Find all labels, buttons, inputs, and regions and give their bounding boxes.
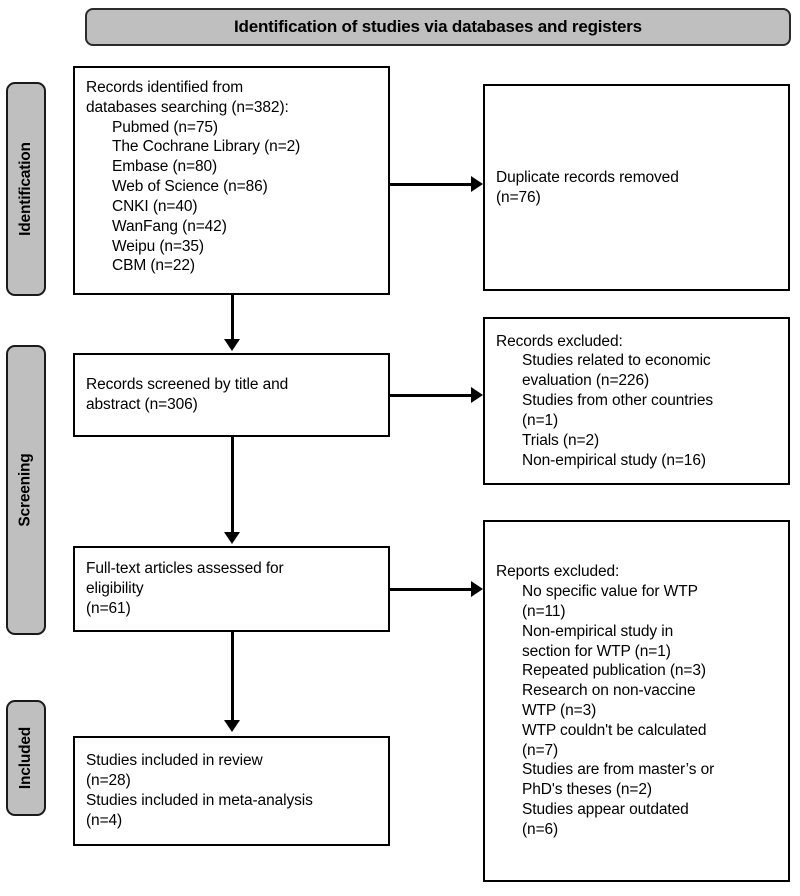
box-studies-included: Studies included in review (n=28) Studie… (73, 736, 390, 846)
box-duplicate-records-removed: Duplicate records removed (n=76) (483, 84, 790, 291)
reports-excluded-item-7b: (n=6) (522, 820, 559, 838)
studies-included-line-3: Studies included in meta-analysis (86, 792, 313, 809)
studies-included-line-1: Studies included in review (86, 752, 263, 770)
records-identified-source-cochrane: The Cochrane Library (n=2) (112, 138, 301, 156)
stage-label-screening: Screening (6, 345, 46, 635)
records-excluded-item-2a: Studies from other countries (522, 392, 714, 410)
diagram-header-banner: Identification of studies via databases … (85, 8, 791, 46)
records-identified-source-pubmed: Pubmed (n=75) (112, 118, 218, 136)
studies-included-line-4: (n=4) (86, 811, 123, 829)
arrow-down-icon-identified-to-screened (224, 339, 240, 351)
records-excluded-item-4: Non-empirical study (n=16) (522, 451, 706, 469)
fulltext-line-2: eligibility (86, 580, 144, 598)
reports-excluded-item-1b: (n=11) (522, 602, 566, 620)
box-records-identified: Records identified from databases search… (73, 66, 390, 295)
duplicates-removed-line-1: Duplicate records removed (496, 168, 679, 186)
records-identified-source-wanfang: WanFang (n=42) (112, 217, 227, 235)
reports-excluded-item-1a: No specific value for WTP (522, 583, 698, 601)
reports-excluded-item-6a: Studies are from master’s or (522, 761, 715, 779)
records-screened-line-1: Records screened by title and (86, 376, 289, 394)
connector-identified-to-duplicates (390, 183, 475, 186)
reports-excluded-item-6b: PhD's theses (n=2) (522, 781, 652, 799)
arrow-down-icon-fulltext-to-included (224, 720, 240, 732)
studies-included-line-2: (n=28) (86, 772, 131, 790)
records-identified-source-embase: Embase (n=80) (112, 158, 218, 176)
reports-excluded-item-7a: Studies appear outdated (522, 801, 689, 819)
connector-fulltext-to-reports-excluded (390, 588, 475, 591)
records-identified-source-weipu: Weipu (n=35) (112, 237, 204, 255)
stage-label-included-text: Included (17, 726, 35, 790)
duplicates-removed-line-2: (n=76) (496, 188, 541, 206)
reports-excluded-item-4a: Research on non-vaccine (522, 682, 696, 700)
stage-label-screening-text: Screening (17, 453, 34, 527)
records-excluded-item-1b: evaluation (n=226) (522, 372, 650, 390)
reports-excluded-item-3: Repeated publication (n=3) (522, 662, 706, 680)
records-excluded-item-1a: Studies related to economic (522, 352, 711, 370)
records-identified-line-1: Records identified from (86, 79, 244, 96)
stage-label-included: Included (6, 700, 46, 816)
arrow-down-icon-screened-to-fulltext (224, 532, 240, 544)
reports-excluded-item-4b: WTP (n=3) (522, 702, 597, 719)
records-identified-source-cbm: CBM (n=22) (112, 257, 195, 275)
arrow-right-icon-screened-to-records-excluded (471, 387, 483, 403)
box-fulltext-articles-assessed: Full-text articles assessed for eligibil… (73, 546, 390, 632)
reports-excluded-item-2b: section for WTP (n=1) (522, 642, 671, 660)
fulltext-line-3: (n=61) (86, 599, 131, 617)
arrow-right-icon-fulltext-to-reports-excluded (471, 581, 483, 597)
records-identified-source-web-of-science: Web of Science (n=86) (112, 178, 268, 196)
connector-identified-to-screened (231, 295, 234, 343)
stage-label-identification: Identification (6, 82, 46, 296)
connector-screened-to-records-excluded (390, 394, 475, 397)
box-records-screened: Records screened by title and abstract (… (73, 353, 390, 437)
records-excluded-heading: Records excluded: (496, 332, 623, 350)
box-records-excluded: Records excluded: Studies related to eco… (483, 317, 790, 485)
reports-excluded-item-2a: Non-empirical study in (522, 622, 674, 640)
reports-excluded-item-5a: WTP couldn't be calculated (522, 721, 707, 739)
records-excluded-item-2b: (n=1) (522, 411, 559, 429)
records-excluded-item-3: Trials (n=2) (522, 431, 600, 449)
reports-excluded-heading: Reports excluded: (496, 563, 620, 581)
records-identified-line-2: databases searching (n=382): (86, 98, 289, 116)
box-reports-excluded: Reports excluded: No specific value for … (483, 520, 790, 882)
connector-screened-to-fulltext (231, 437, 234, 536)
reports-excluded-item-5b: (n=7) (522, 741, 559, 759)
diagram-header-title: Identification of studies via databases … (234, 17, 642, 36)
fulltext-line-1: Full-text articles assessed for (86, 560, 284, 578)
records-identified-source-cnki: CNKI (n=40) (112, 197, 198, 215)
arrow-right-icon-identified-to-duplicates (471, 176, 483, 192)
connector-fulltext-to-included (231, 632, 234, 724)
stage-label-identification-text: Identification (17, 142, 34, 236)
records-screened-line-2: abstract (n=306) (86, 396, 198, 413)
